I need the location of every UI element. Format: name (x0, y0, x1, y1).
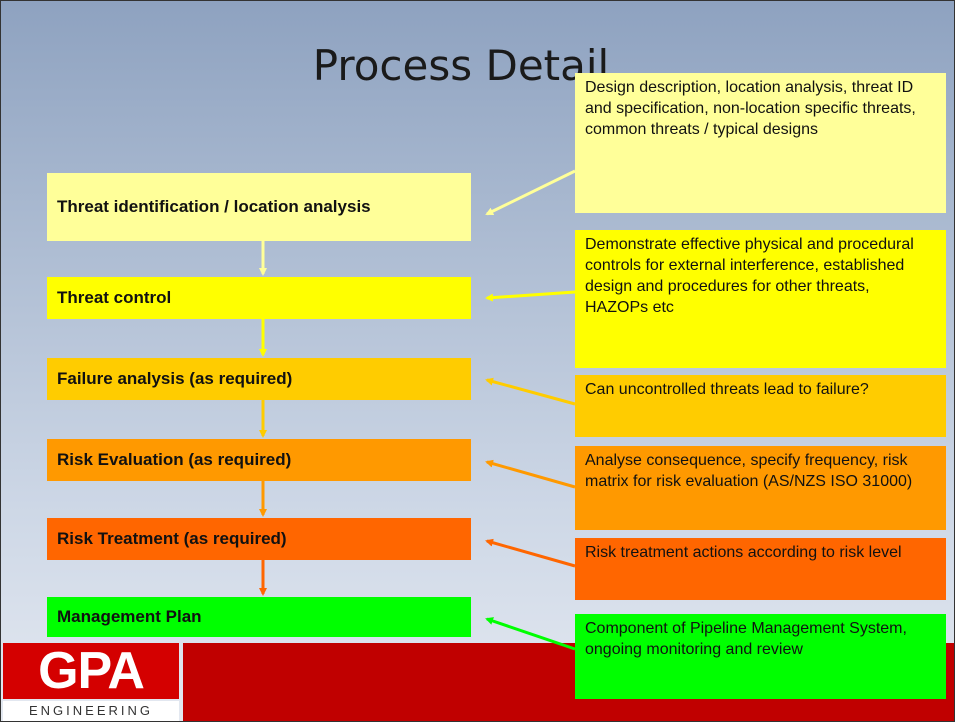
note-text: Can uncontrolled threats lead to failure… (585, 381, 869, 398)
step-threat-control: Threat control (47, 277, 471, 319)
step-label: Failure analysis (as required) (57, 368, 293, 388)
note-text: Analyse consequence, specify frequency, … (585, 452, 913, 491)
gpa-engineering-logo: GPA ENGINEERING (3, 642, 179, 721)
note-threat-identification: Design description, location analysis, t… (575, 73, 946, 213)
step-label: Risk Evaluation (as required) (57, 449, 292, 469)
step-label: Management Plan (57, 606, 202, 626)
step-management-plan: Management Plan (47, 597, 471, 637)
step-risk-treatment: Risk Treatment (as required) (47, 518, 471, 560)
step-failure-analysis: Failure analysis (as required) (47, 358, 471, 400)
note-risk-evaluation: Analyse consequence, specify frequency, … (575, 446, 946, 530)
note-failure-analysis: Can uncontrolled threats lead to failure… (575, 375, 946, 437)
note-text: Demonstrate effective physical and proce… (585, 236, 914, 317)
slide-title: Process Detail (312, 41, 610, 90)
step-risk-evaluation: Risk Evaluation (as required) (47, 439, 471, 481)
connector-arrow-2 (485, 290, 576, 302)
connector-arrow-6 (485, 617, 576, 651)
connector-arrow-4 (485, 459, 576, 489)
note-risk-treatment: Risk treatment actions according to risk… (575, 538, 946, 600)
note-threat-control: Demonstrate effective physical and proce… (575, 230, 946, 368)
note-management-plan: Component of Pipeline Management System,… (575, 614, 946, 699)
connector-arrow-1 (485, 169, 576, 216)
connector-arrow-5 (485, 538, 576, 568)
note-text: Design description, location analysis, t… (585, 79, 916, 139)
logo-subtitle: ENGINEERING (3, 701, 179, 721)
logo-mark: GPA (3, 642, 179, 700)
step-label: Risk Treatment (as required) (57, 528, 287, 548)
step-label: Threat control (57, 287, 172, 307)
note-text: Component of Pipeline Management System,… (585, 620, 907, 659)
connector-arrow-3 (485, 377, 576, 406)
step-threat-identification: Threat identification / location analysi… (47, 173, 471, 241)
note-text: Risk treatment actions according to risk… (585, 544, 902, 561)
step-label: Threat identification / location analysi… (57, 196, 371, 216)
